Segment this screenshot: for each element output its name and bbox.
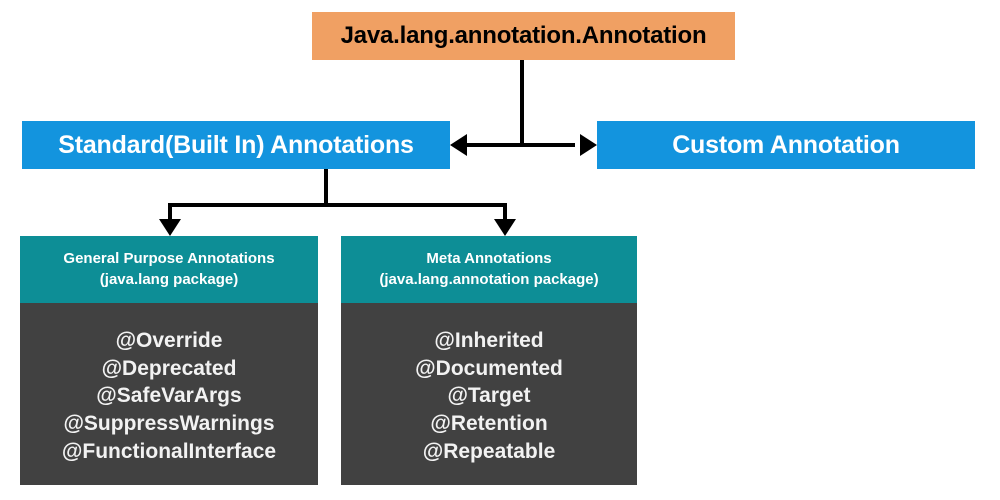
connector-root-vertical bbox=[520, 60, 524, 145]
annotation-item: @Deprecated bbox=[101, 356, 237, 380]
annotation-item: @Retention bbox=[430, 412, 548, 436]
root-node-label: Java.lang.annotation.Annotation bbox=[340, 22, 707, 49]
arrow-right-icon bbox=[580, 134, 597, 156]
category-card-meta-annotations: Meta Annotations (java.lang.annotation p… bbox=[341, 236, 637, 485]
annotation-item: @SafeVarArgs bbox=[96, 384, 242, 408]
annotation-item: @Target bbox=[447, 384, 531, 408]
branch-node-standard-annotations: Standard(Built In) Annotations bbox=[22, 121, 450, 169]
category-body-general-purpose: @Override @Deprecated @SafeVarArgs @Supp… bbox=[20, 303, 318, 466]
category-subtitle-general-purpose: (java.lang package) bbox=[99, 270, 239, 288]
category-body-meta-annotations: @Inherited @Documented @Target @Retentio… bbox=[341, 303, 637, 466]
connector-standard-vertical bbox=[324, 169, 328, 207]
arrow-left-icon bbox=[450, 134, 467, 156]
category-header-general-purpose: General Purpose Annotations (java.lang p… bbox=[20, 236, 318, 303]
annotation-item: @Inherited bbox=[434, 329, 544, 352]
connector-branch-horizontal bbox=[463, 143, 575, 147]
branch-node-custom-annotation: Custom Annotation bbox=[597, 121, 975, 169]
category-header-meta-annotations: Meta Annotations (java.lang.annotation p… bbox=[341, 236, 637, 303]
annotation-item: @SuppressWarnings bbox=[63, 412, 275, 436]
connector-meta-vertical bbox=[503, 203, 507, 221]
branch-node-custom-label: Custom Annotation bbox=[672, 130, 900, 159]
annotation-item: @Override bbox=[115, 329, 223, 352]
connector-general-vertical bbox=[168, 203, 172, 221]
connector-split-horizontal bbox=[168, 203, 507, 207]
category-subtitle-meta-annotations: (java.lang.annotation package) bbox=[379, 270, 599, 288]
annotation-item: @Documented bbox=[415, 356, 563, 380]
arrow-down-meta-icon bbox=[494, 219, 516, 236]
root-node-annotation: Java.lang.annotation.Annotation bbox=[312, 12, 735, 60]
arrow-down-general-icon bbox=[159, 219, 181, 236]
category-card-general-purpose: General Purpose Annotations (java.lang p… bbox=[20, 236, 318, 485]
annotation-item: @Repeatable bbox=[422, 439, 556, 463]
annotation-item: @FunctionalInterface bbox=[61, 439, 277, 463]
branch-node-standard-label: Standard(Built In) Annotations bbox=[58, 130, 414, 159]
category-title-general-purpose: General Purpose Annotations bbox=[63, 249, 275, 267]
category-title-meta-annotations: Meta Annotations bbox=[426, 249, 552, 267]
